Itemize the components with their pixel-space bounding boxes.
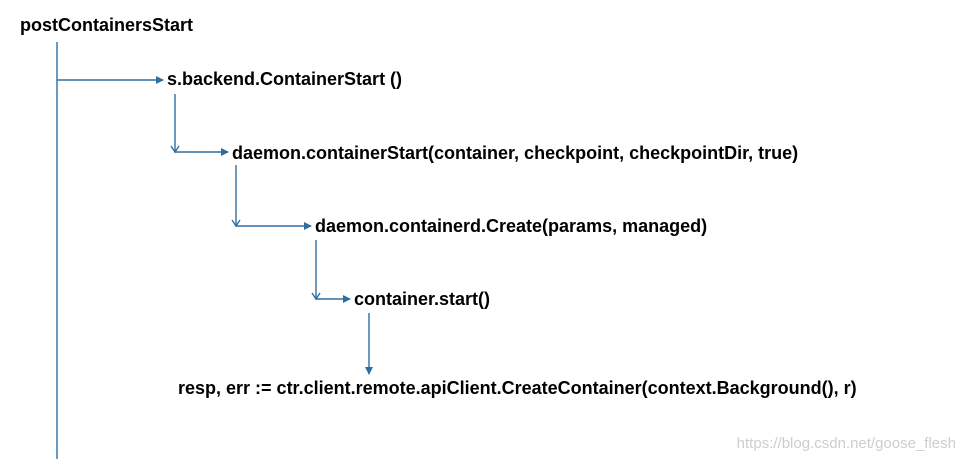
node-daemon-container-start: daemon.containerStart(container, checkpo… [232, 143, 799, 163]
connector-n3-n4 [315, 240, 351, 303]
node-backend-container-start: s.backend.ContainerStart () [167, 69, 403, 89]
connector-n1-n2-down-tip [170, 145, 180, 154]
connector-n2-n3-down-tip [231, 219, 241, 228]
node-post-containers-start: postContainersStart [20, 15, 194, 35]
node-containerd-create: daemon.containerd.Create(params, managed… [315, 216, 708, 236]
node-create-container-call: resp, err := ctr.client.remote.apiClient… [178, 378, 857, 398]
connector-n1-n2 [174, 94, 229, 156]
connector-n3-n4-down-tip [311, 292, 321, 301]
node-container-start: container.start() [354, 289, 491, 309]
watermark-text: https://blog.csdn.net/goose_flesh [736, 435, 956, 452]
connector-n2-n3 [235, 165, 312, 230]
